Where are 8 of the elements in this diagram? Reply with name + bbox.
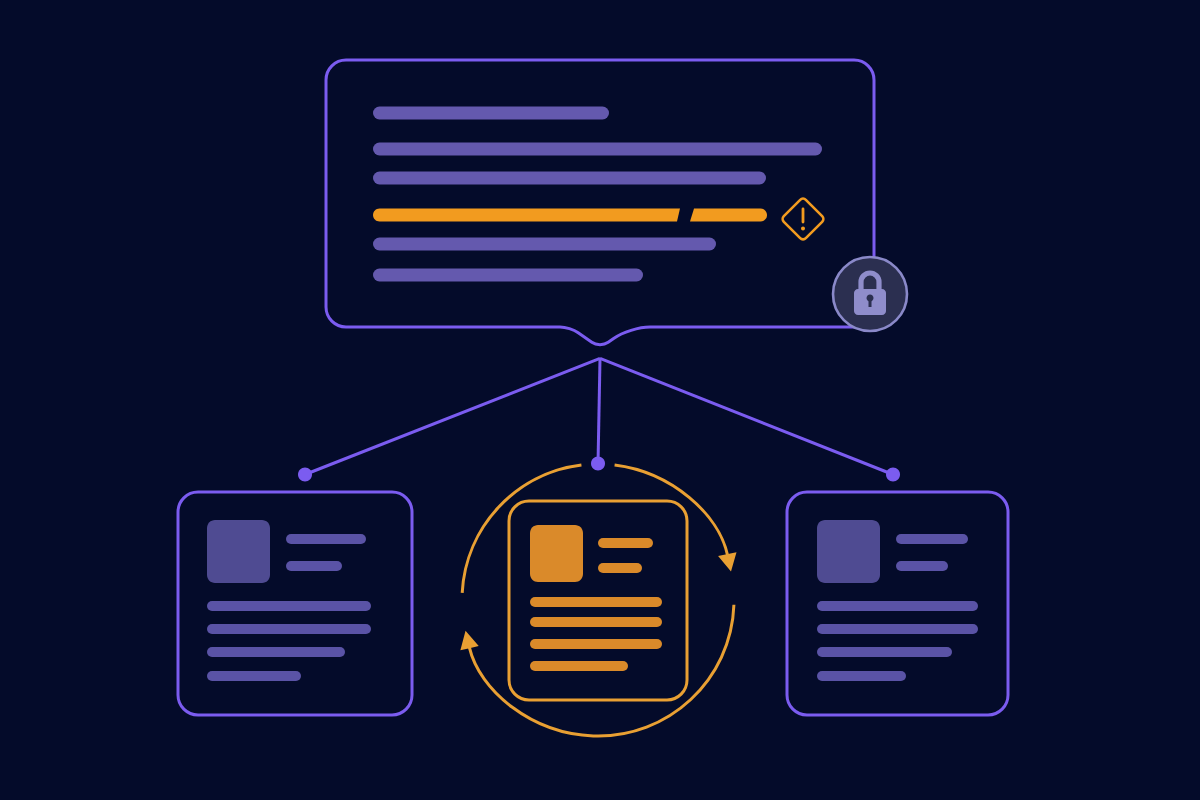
cycle-arrows [460,463,737,738]
card [507,499,689,702]
card [176,490,414,717]
connector [298,357,601,482]
card [785,490,1010,717]
speech-bubble [324,58,876,347]
connector [599,357,900,482]
connector [591,358,605,471]
